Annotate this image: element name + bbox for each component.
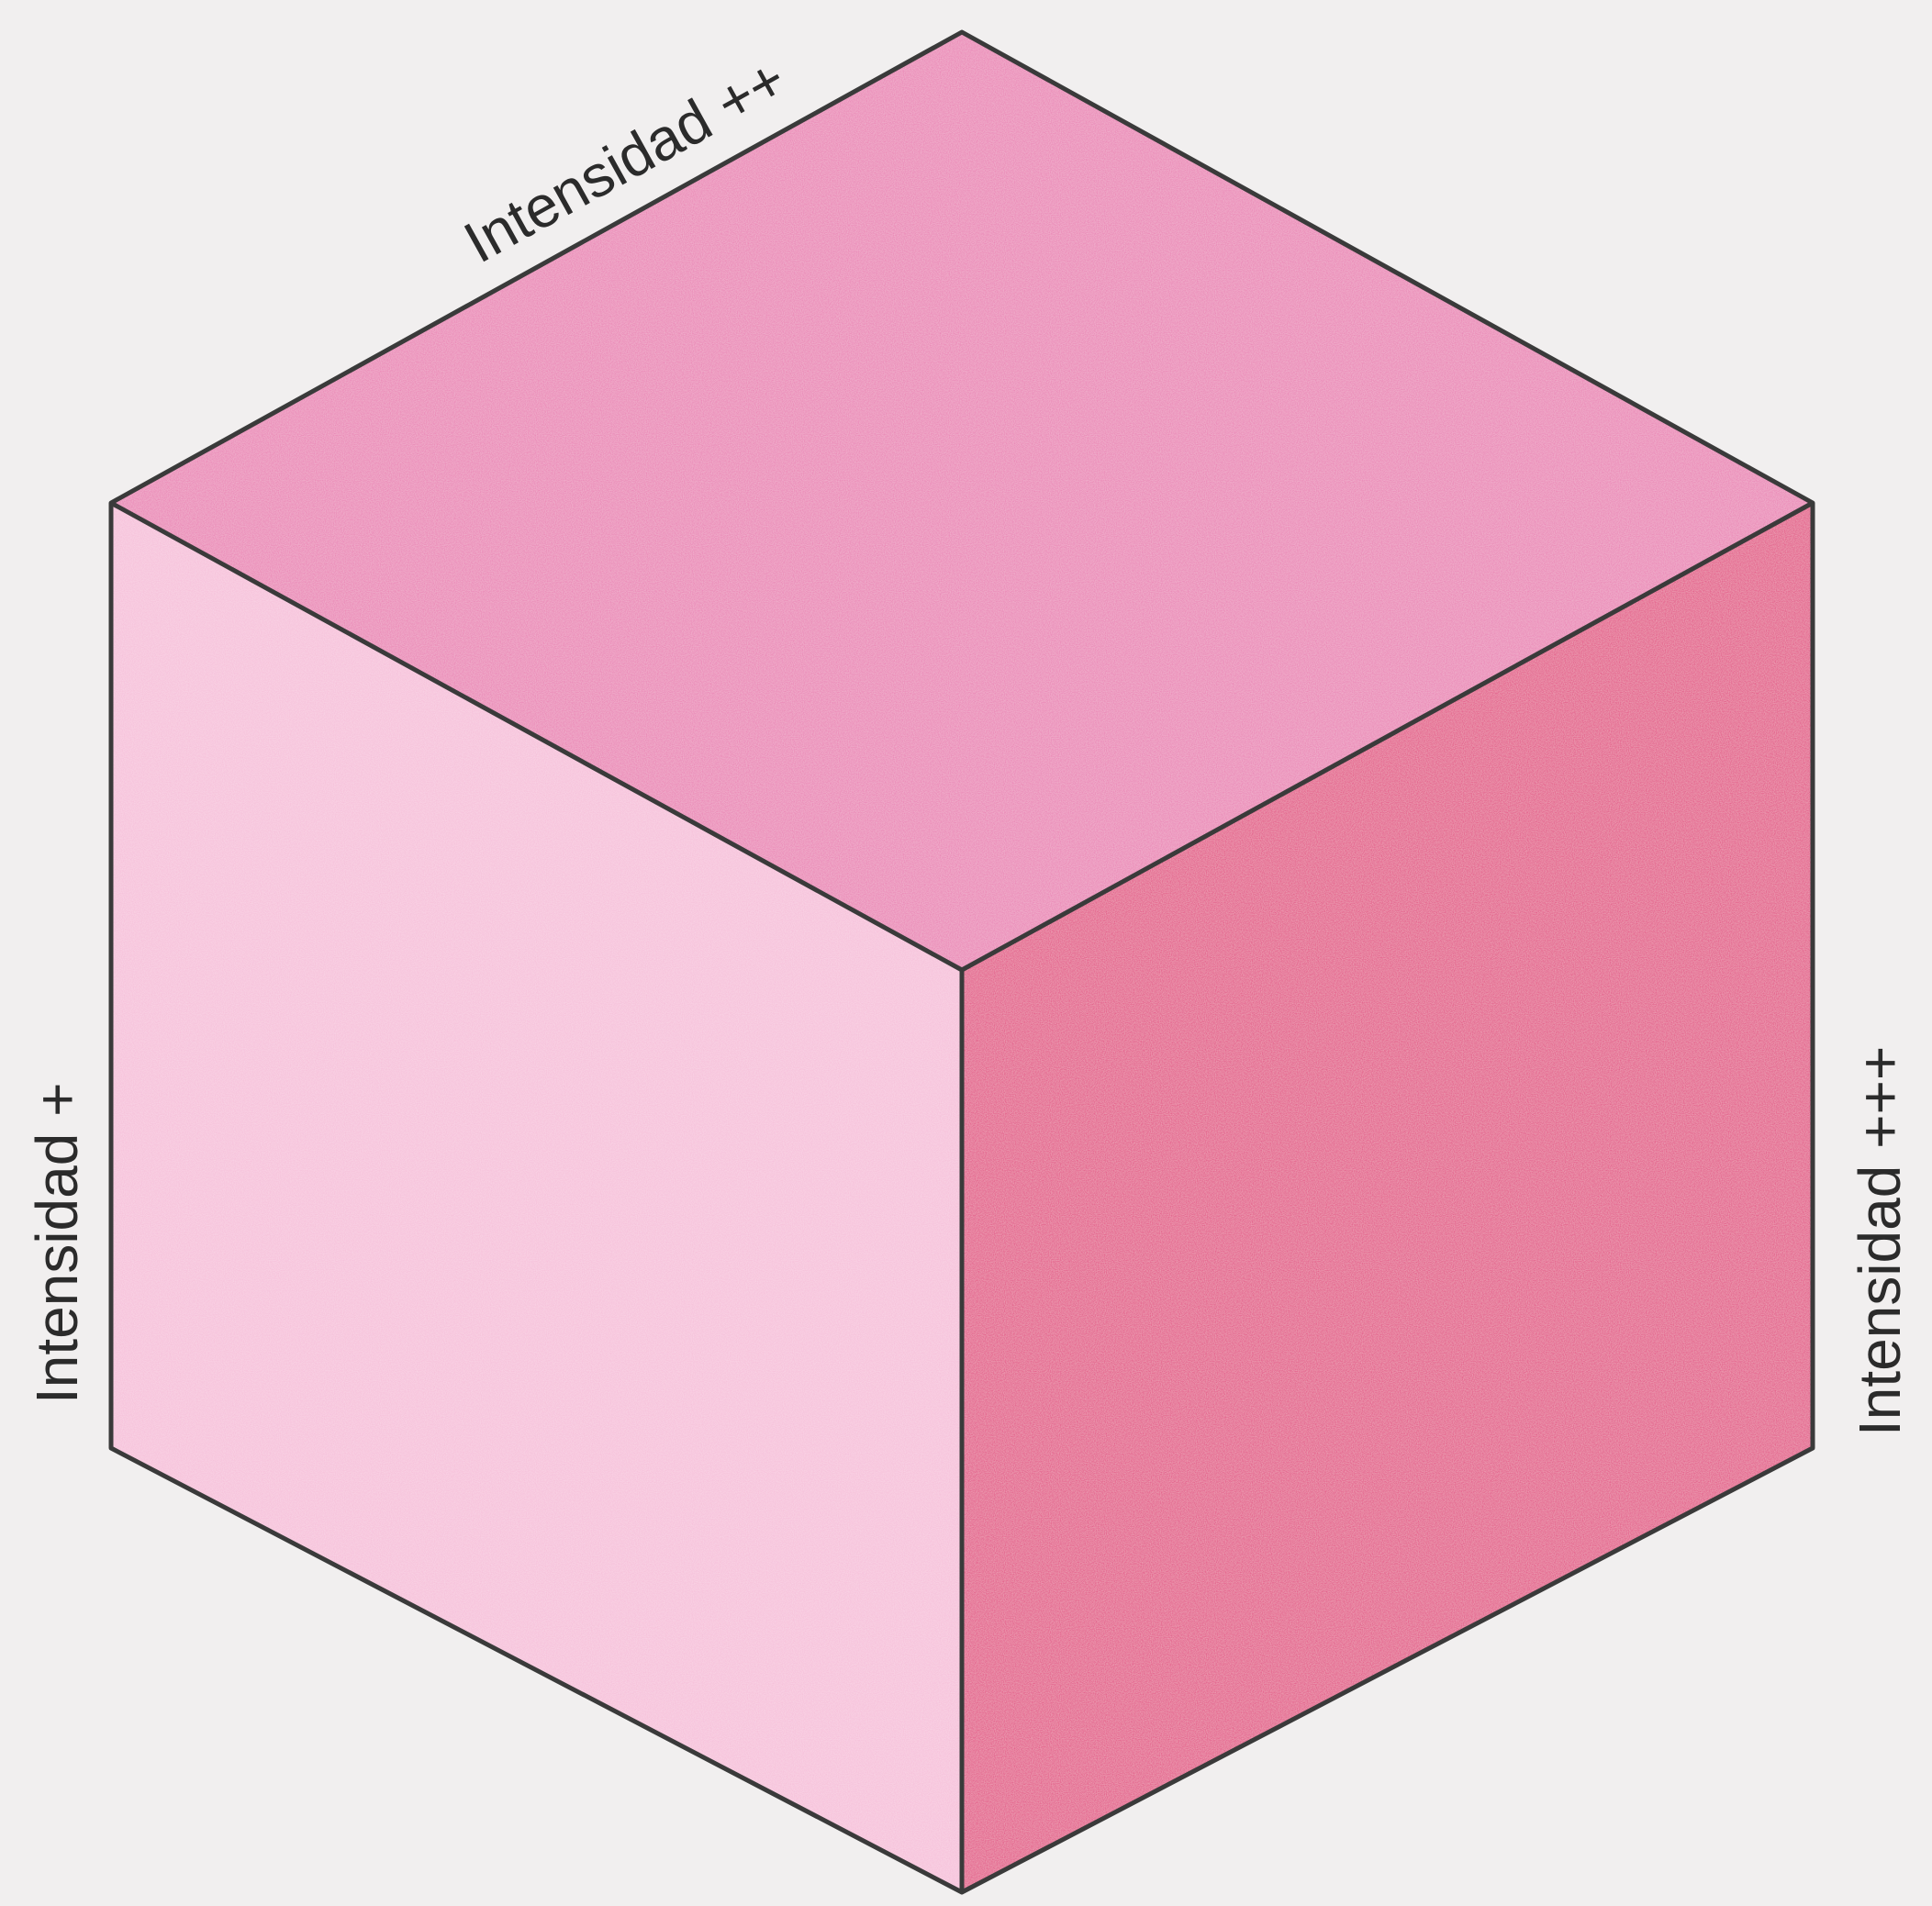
label-right-edge: Intensidad +++ xyxy=(1847,1046,1913,1436)
label-left-edge: Intensidad + xyxy=(24,1083,90,1405)
